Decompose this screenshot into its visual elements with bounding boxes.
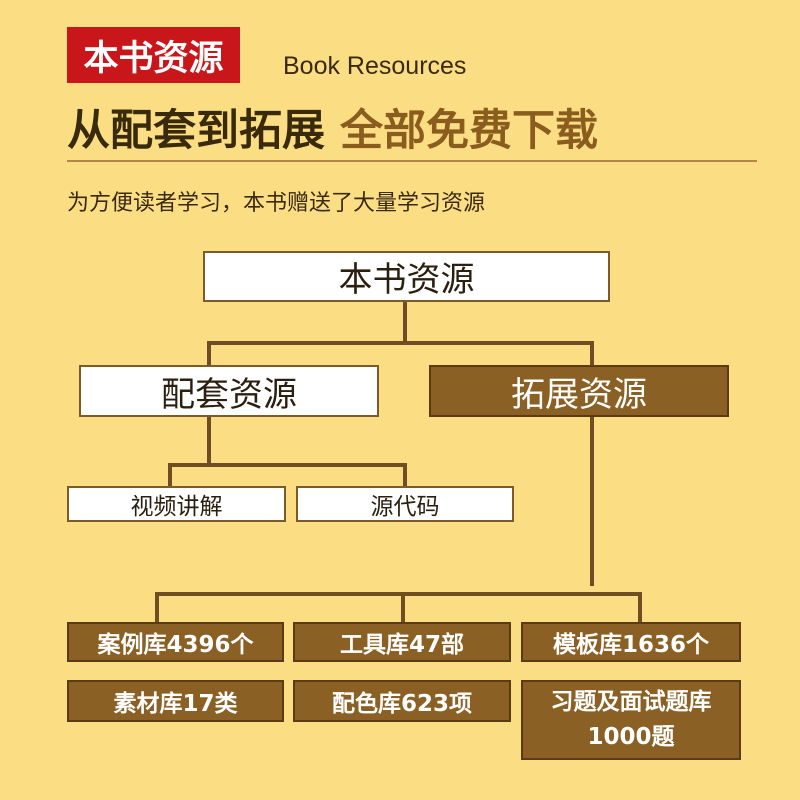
- leaf-color-library: 配色库623项: [293, 680, 511, 722]
- headline-part2: 全部免费下载: [339, 106, 598, 156]
- node-video: 视频讲解: [67, 486, 286, 522]
- leaf-case-library: 案例库4396个: [67, 622, 284, 662]
- leaf-material-library: 素材库17类: [67, 680, 284, 722]
- header-subtitle: Book Resources: [283, 52, 467, 80]
- headline-part1: 从配套到拓展: [67, 106, 325, 156]
- intro-text: 为方便读者学习，本书赠送了大量学习资源: [67, 191, 486, 216]
- connector-extended: [155, 415, 642, 624]
- connector-root: [207, 300, 594, 367]
- node-source-code: 源代码: [296, 486, 514, 522]
- connector-supporting: [168, 415, 407, 488]
- headline: 从配套到拓展 全部免费下载: [67, 96, 598, 158]
- leaf-exercise-library: 习题及面试题库1000题: [521, 680, 741, 760]
- header-divider: [67, 160, 757, 162]
- leaf-tool-library: 工具库47部: [293, 622, 511, 662]
- header-tag: 本书资源: [67, 27, 240, 83]
- node-extended: 拓展资源: [429, 365, 729, 417]
- leaf-template-library: 模板库1636个: [521, 622, 741, 662]
- node-root: 本书资源: [203, 251, 610, 302]
- node-supporting: 配套资源: [79, 365, 379, 417]
